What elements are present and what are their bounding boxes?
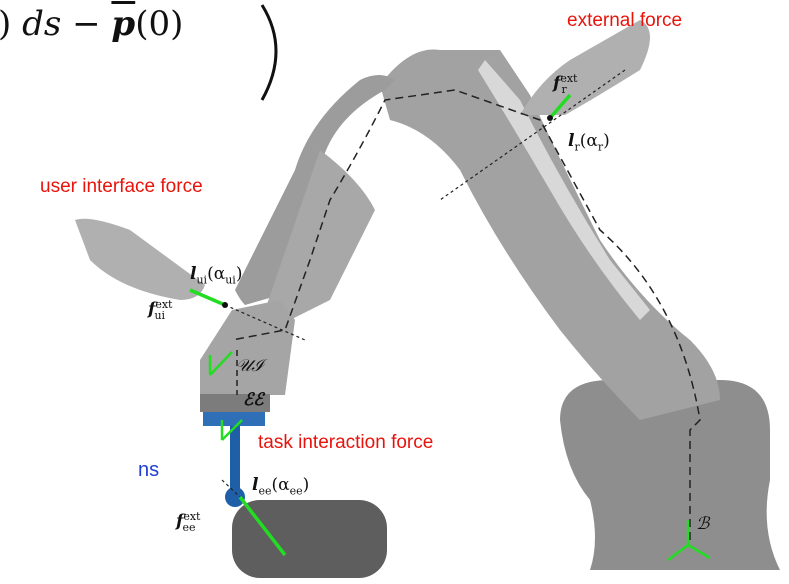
label-task-interaction-force: task interaction force	[258, 432, 433, 454]
tool-shaft	[230, 426, 240, 496]
symbol-f-ui-ext: fextui	[148, 298, 165, 322]
label-external-force: external force	[567, 10, 682, 32]
equation-minus: −	[72, 4, 101, 44]
equation-fragment: ) ds − p(0)	[0, 4, 183, 44]
symbol-ui-frame: 𝒰ℐ	[236, 356, 263, 376]
equation-lead: )	[0, 4, 11, 44]
end-effector-tool	[203, 412, 265, 426]
symbol-ee-frame: ℰℰ	[243, 390, 264, 410]
symbol-f-ee-ext: fextee	[176, 510, 196, 534]
equation-p: p	[111, 4, 135, 44]
symbol-f-r-ext: fextr	[553, 72, 567, 96]
ui-force-vector	[190, 290, 225, 305]
external-hand	[520, 20, 650, 115]
task-object	[232, 500, 387, 578]
label-user-interface-force: user interface force	[40, 176, 203, 198]
symbol-base-frame: ℬ	[696, 514, 709, 534]
symbol-l-ee: lee(αee)	[252, 475, 309, 497]
symbol-l-r: lr(αr)	[568, 131, 610, 153]
external-contact-point	[547, 115, 553, 121]
symbol-l-ui: lui(αui)	[190, 264, 242, 286]
equation-big-paren	[262, 5, 276, 100]
equation-arg: (0)	[135, 4, 183, 44]
ui-contact-point	[222, 302, 228, 308]
equation-ds: ds	[22, 4, 61, 44]
label-partial-text: ns	[138, 459, 159, 482]
user-interface-hand	[75, 219, 205, 300]
